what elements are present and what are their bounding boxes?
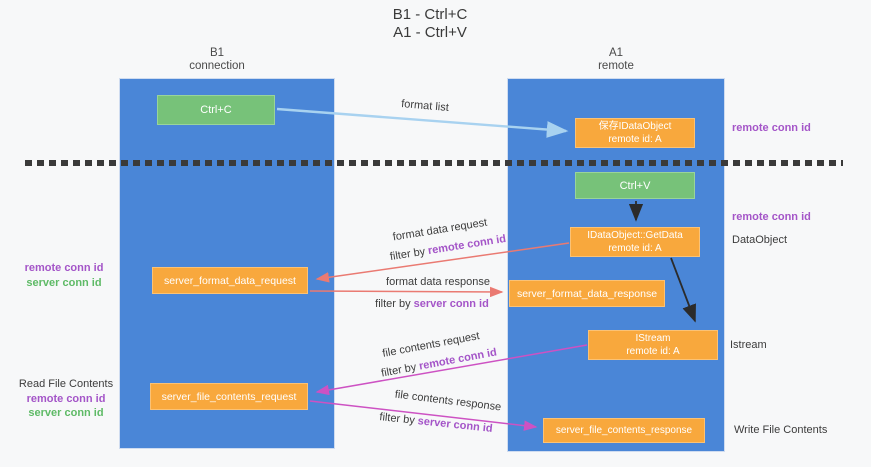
node-save-idataobject-line1: 保存IDataObject — [598, 121, 672, 132]
server-conn-id-label: server conn id — [26, 277, 102, 289]
node-ctrl-c: Ctrl+C — [157, 95, 275, 125]
phase-divider-dashed-line — [25, 160, 843, 166]
node-istream-line1: IStream — [635, 333, 671, 344]
node-server-file-contents-response: server_file_contents_response — [543, 418, 705, 443]
lifeline-b1-title: B1 — [209, 47, 225, 59]
server-conn-id-label: server conn id — [28, 407, 104, 419]
lifeline-header-a1: A1 remote — [516, 47, 716, 73]
arrow-file-contents-response — [309, 400, 538, 431]
title-line-2: A1 - Ctrl+V — [393, 24, 467, 41]
node-server-file-contents-request: server_file_contents_request — [150, 383, 308, 410]
node-idataobject-getdata-line1: IDataObject::GetData — [587, 230, 683, 241]
lifeline-b1-subtitle: connection — [189, 60, 245, 72]
arrow-format-data-response — [309, 286, 504, 298]
arrow-format-list — [276, 107, 569, 138]
remote-conn-id-label: remote conn id — [24, 262, 104, 274]
left-annotation-format-ids: remote conn id server conn id — [5, 261, 123, 291]
filter-by-text: filter by — [375, 298, 411, 310]
arrow-file-contents-request — [315, 344, 588, 396]
arrow-format-data-request — [315, 242, 570, 283]
node-istream: IStream remote id: A — [588, 330, 718, 360]
remote-conn-id-label: remote conn id — [26, 392, 106, 405]
node-server-format-data-request-label: server_format_data_request — [164, 274, 296, 287]
node-idataobject-getdata-line2: remote id: A — [608, 243, 662, 254]
node-save-idataobject: 保存IDataObject remote id: A — [575, 118, 695, 148]
arrow-getdata-to-istream — [670, 257, 696, 323]
node-ctrl-c-label: Ctrl+C — [200, 104, 232, 116]
diagram-title: B1 - Ctrl+C A1 - Ctrl+V — [330, 6, 530, 42]
node-server-format-data-response: server_format_data_response — [509, 280, 665, 307]
node-save-idataobject-line2: remote id: A — [608, 134, 662, 145]
right-annotation-remote-conn-id-ctrlv: remote conn id — [732, 211, 811, 223]
node-idataobject-getdata: IDataObject::GetData remote id: A — [570, 227, 700, 257]
node-server-format-data-request: server_format_data_request — [152, 267, 308, 294]
node-server-format-data-response-label: server_format_data_response — [516, 287, 658, 300]
read-file-contents-label: Read File Contents — [18, 378, 114, 390]
right-annotation-istream: Istream — [730, 339, 767, 351]
right-annotation-write-file-contents: Write File Contents — [734, 424, 828, 436]
node-ctrl-v-label: Ctrl+V — [619, 179, 651, 192]
node-ctrl-v: Ctrl+V — [575, 172, 695, 199]
lifeline-a1-subtitle: remote — [598, 60, 634, 72]
label-format-data-response: format data response — [386, 276, 490, 288]
title-line-1: B1 - Ctrl+C — [392, 6, 468, 23]
filter-key-server-conn-id: server conn id — [413, 298, 489, 310]
node-server-file-contents-request-label: server_file_contents_request — [161, 390, 297, 403]
node-server-file-contents-response-label: server_file_contents_response — [555, 425, 693, 436]
right-annotation-dataobject: DataObject — [732, 234, 788, 246]
lifeline-header-b1: B1 connection — [117, 47, 317, 73]
right-annotation-remote-conn-id-top: remote conn id — [732, 122, 811, 134]
lifeline-a1-title: A1 — [608, 47, 624, 59]
left-annotation-read-file: Read File Contents remote conn id server… — [5, 377, 127, 421]
node-istream-line2: remote id: A — [626, 346, 680, 357]
